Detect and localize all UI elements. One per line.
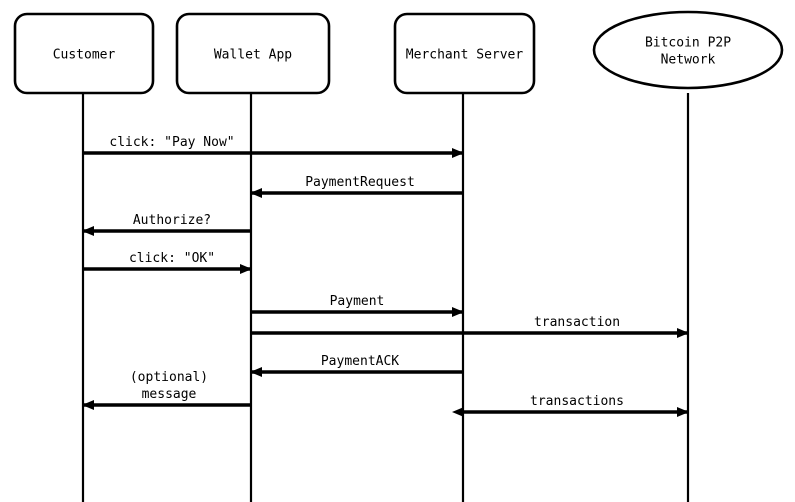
message-label-m5: Payment — [330, 294, 385, 309]
participant-label-bitcoin: Bitcoin P2P — [645, 36, 731, 51]
participant-label-customer: Customer — [53, 48, 116, 63]
message-label-m6: transaction — [534, 315, 620, 330]
messages-group: click: "Pay Now" PaymentRequestAuthorize?… — [82, 135, 689, 417]
participant-box-customer[interactable] — [13, 12, 155, 95]
message-label-m9: transactions — [530, 394, 624, 409]
participant-box-bitcoin[interactable] — [592, 10, 784, 90]
participant-label-merchant: Merchant Server — [406, 48, 524, 63]
message-label-m7: PaymentACK — [321, 354, 399, 369]
participants-group: Customer Wallet App Merchant Server Bitcoin… — [13, 10, 784, 95]
participant-label-wallet: Wallet App — [214, 48, 292, 63]
message-label-m8: (optional) — [130, 370, 208, 385]
participant-label-bitcoin: Network — [661, 53, 716, 68]
participant-box-wallet[interactable] — [175, 12, 331, 95]
message-label-m4: click: "OK" — [129, 251, 215, 266]
message-label-m8: message — [142, 387, 197, 402]
message-label-m1: click: "Pay Now" — [109, 135, 234, 150]
message-label-m3: Authorize? — [133, 213, 211, 228]
lifelines-group — [81, 93, 690, 502]
message-label-m2: PaymentRequest — [305, 175, 415, 190]
participant-box-merchant[interactable] — [393, 12, 536, 95]
